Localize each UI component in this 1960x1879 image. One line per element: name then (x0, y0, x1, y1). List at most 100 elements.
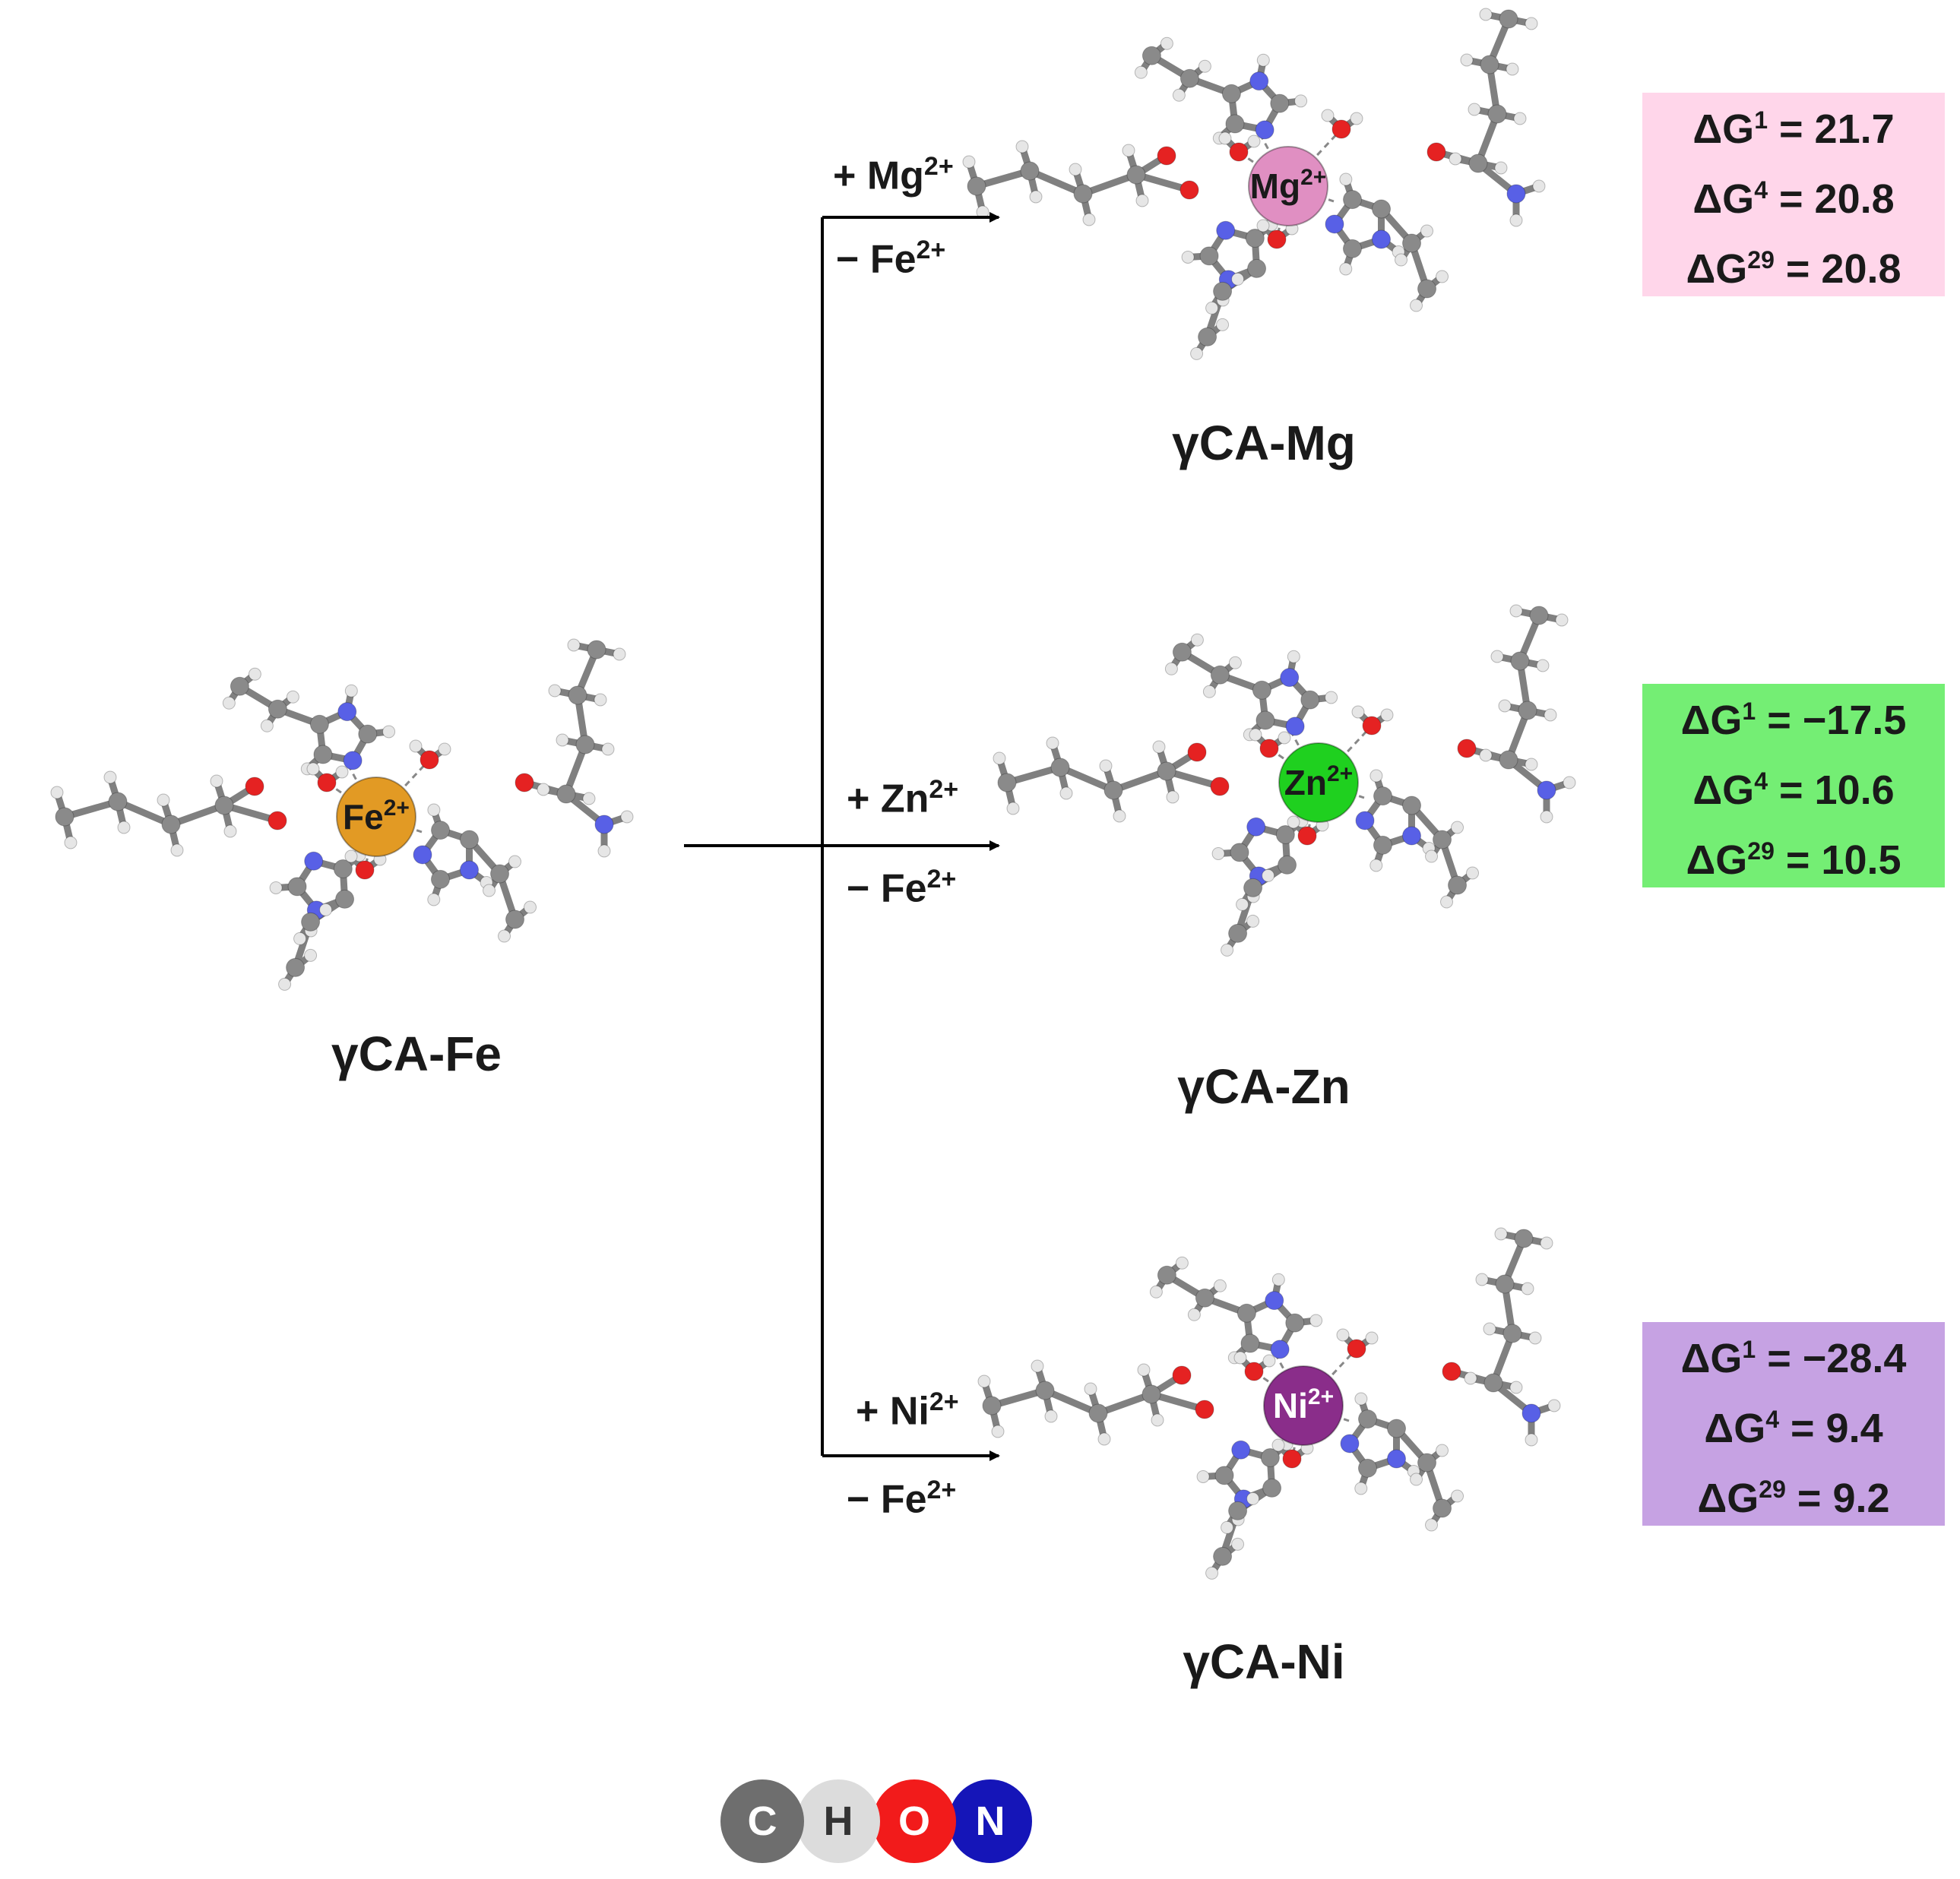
atom-H (64, 836, 78, 849)
atom-O (1187, 742, 1207, 762)
atom-H (1172, 88, 1186, 102)
atom-C (1228, 1501, 1248, 1520)
ion-label: Fe2+ (343, 796, 410, 837)
atom-C (1260, 1448, 1280, 1468)
atom-O (1210, 777, 1230, 796)
atom-H (1151, 1413, 1164, 1427)
atom-C (1275, 825, 1295, 845)
atom-C (55, 807, 74, 827)
atom-H (1509, 604, 1523, 618)
atom-C (358, 724, 378, 744)
energy-line: ΔG29 = 9.2 (1697, 1476, 1890, 1521)
atom-H (1044, 1409, 1058, 1423)
atom-H (1149, 1285, 1163, 1299)
atom-O (1267, 229, 1287, 249)
atom-C (490, 864, 510, 884)
atom-C (982, 1396, 1002, 1416)
atom-H (1479, 8, 1493, 21)
atom-N (1255, 120, 1274, 140)
atom-H (1015, 140, 1029, 153)
atom-C (556, 784, 576, 804)
mg-cluster-metal-ion: Mg2+ (1248, 146, 1328, 226)
atom-C (1126, 165, 1146, 185)
atom-H (1479, 748, 1493, 762)
atom-H (567, 638, 581, 652)
atom-H (1256, 219, 1270, 233)
atom-C (1448, 875, 1468, 895)
atom-H (278, 977, 292, 991)
atom-H (1451, 821, 1464, 834)
atom-H (1213, 1279, 1227, 1292)
atom-H (1509, 1381, 1523, 1394)
atom-N (1285, 716, 1305, 736)
atom-H (1336, 1328, 1350, 1342)
atom-C (1103, 780, 1123, 800)
atom-H (1196, 1469, 1210, 1483)
atom-C (1402, 233, 1422, 253)
atom-H (1380, 708, 1394, 722)
atom-H (991, 1425, 1005, 1438)
energy-box-zn: ΔG1 = −17.5 ΔG4 = 10.6 ΔG29 = 10.5 (1642, 684, 1945, 887)
atom-H (1190, 346, 1204, 360)
atom-H (438, 742, 451, 756)
legend-hydrogen: H (796, 1779, 880, 1863)
atom-H (1440, 895, 1454, 909)
bond (220, 802, 281, 824)
atom-C (1483, 1373, 1503, 1393)
atom-N (1270, 1340, 1290, 1359)
atom-C (230, 676, 249, 696)
atom-H (1369, 769, 1383, 783)
atom-H (344, 849, 358, 863)
legend-oxygen: O (872, 1779, 956, 1863)
bond (1094, 1390, 1155, 1417)
atom-H (1294, 94, 1308, 108)
atom-H (306, 762, 320, 776)
atom-C (997, 773, 1017, 792)
atom-H (1498, 699, 1512, 713)
atom-H (1475, 1273, 1489, 1286)
atom-N (1325, 214, 1344, 234)
atom-H (1211, 846, 1225, 860)
atom-C (1230, 843, 1249, 862)
atom-N (1265, 1291, 1284, 1311)
atom-C (1358, 1409, 1378, 1429)
atom-C (1468, 153, 1488, 173)
atom-H (286, 690, 299, 704)
atom-C (161, 815, 181, 834)
atom-H (319, 903, 333, 916)
bond (114, 798, 175, 828)
atom-H (1031, 1359, 1044, 1373)
atom-H (248, 667, 261, 681)
atom-H (1205, 1566, 1219, 1580)
atom-H (1135, 194, 1149, 207)
atom-O (1426, 142, 1446, 162)
atom-H (1540, 1236, 1553, 1250)
atom-H (1525, 1433, 1538, 1447)
atom-H (1160, 36, 1173, 50)
atom-C (313, 745, 333, 764)
bond (973, 167, 1034, 190)
atom-H (293, 932, 307, 945)
atom-H (1262, 1354, 1276, 1368)
atom-C (1502, 1324, 1522, 1343)
atom-H (1563, 776, 1576, 789)
atom-H (1246, 914, 1260, 928)
atom-H (1425, 849, 1439, 863)
atom-C (1417, 1453, 1437, 1473)
atom-H (498, 929, 511, 943)
atom-O (1331, 119, 1351, 139)
atom-C (1172, 642, 1192, 662)
add-ion-label-ni: + Ni2+ (856, 1387, 959, 1434)
atom-H (594, 693, 607, 707)
atom-H (582, 792, 596, 805)
atom-H (1483, 1322, 1496, 1336)
atom-C (505, 909, 525, 929)
atom-N (343, 751, 363, 770)
atom-C (214, 796, 234, 815)
atom-H (50, 786, 64, 799)
atom-H (601, 742, 615, 756)
atom-C (1402, 796, 1422, 815)
atom-H (1271, 1273, 1285, 1286)
energy-line: ΔG4 = 20.8 (1692, 176, 1895, 222)
bond (1026, 167, 1087, 198)
